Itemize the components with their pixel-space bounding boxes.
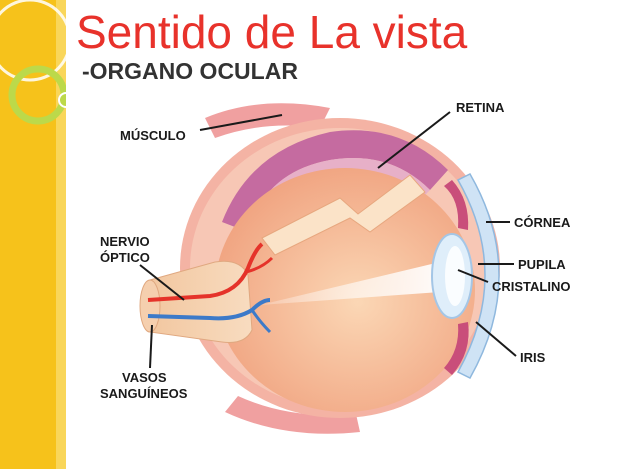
page-title: Sentido de La vista — [76, 6, 468, 58]
label-nervio-line2: ÓPTICO — [100, 250, 150, 265]
leader-nervio — [139, 264, 185, 301]
muscle-top — [205, 103, 330, 138]
muscle-bottom — [225, 396, 360, 434]
iris — [444, 180, 469, 230]
leader-musculo — [199, 114, 283, 131]
deco-ring-large — [0, 0, 66, 82]
deco-dot — [58, 92, 66, 108]
retina-layer — [222, 130, 448, 232]
page-subtitle: -ORGANO OCULAR — [82, 58, 298, 84]
leader-cristalino — [457, 269, 489, 283]
leader-vasos — [149, 324, 153, 369]
cornea — [456, 173, 500, 379]
label-vasos-line1: VASOS — [122, 370, 167, 385]
label-pupila: PUPILA — [518, 257, 566, 272]
label-vasos-line2: SANGUÍNEOS — [100, 386, 188, 401]
leader-iris — [475, 321, 517, 357]
label-nervio-line1: NERVIO — [100, 234, 150, 249]
light-beam — [260, 262, 440, 305]
label-cristalino: CRISTALINO — [492, 279, 570, 294]
label-cornea: CÓRNEA — [514, 215, 571, 230]
sidebar-decoration — [0, 0, 66, 469]
optic-nerve — [149, 260, 253, 343]
label-musculo: MÚSCULO — [120, 128, 186, 143]
label-iris: IRIS — [520, 350, 546, 365]
artery — [147, 242, 264, 302]
vein — [147, 298, 271, 321]
label-retina: RETINA — [456, 100, 505, 115]
leader-retina — [377, 111, 451, 169]
